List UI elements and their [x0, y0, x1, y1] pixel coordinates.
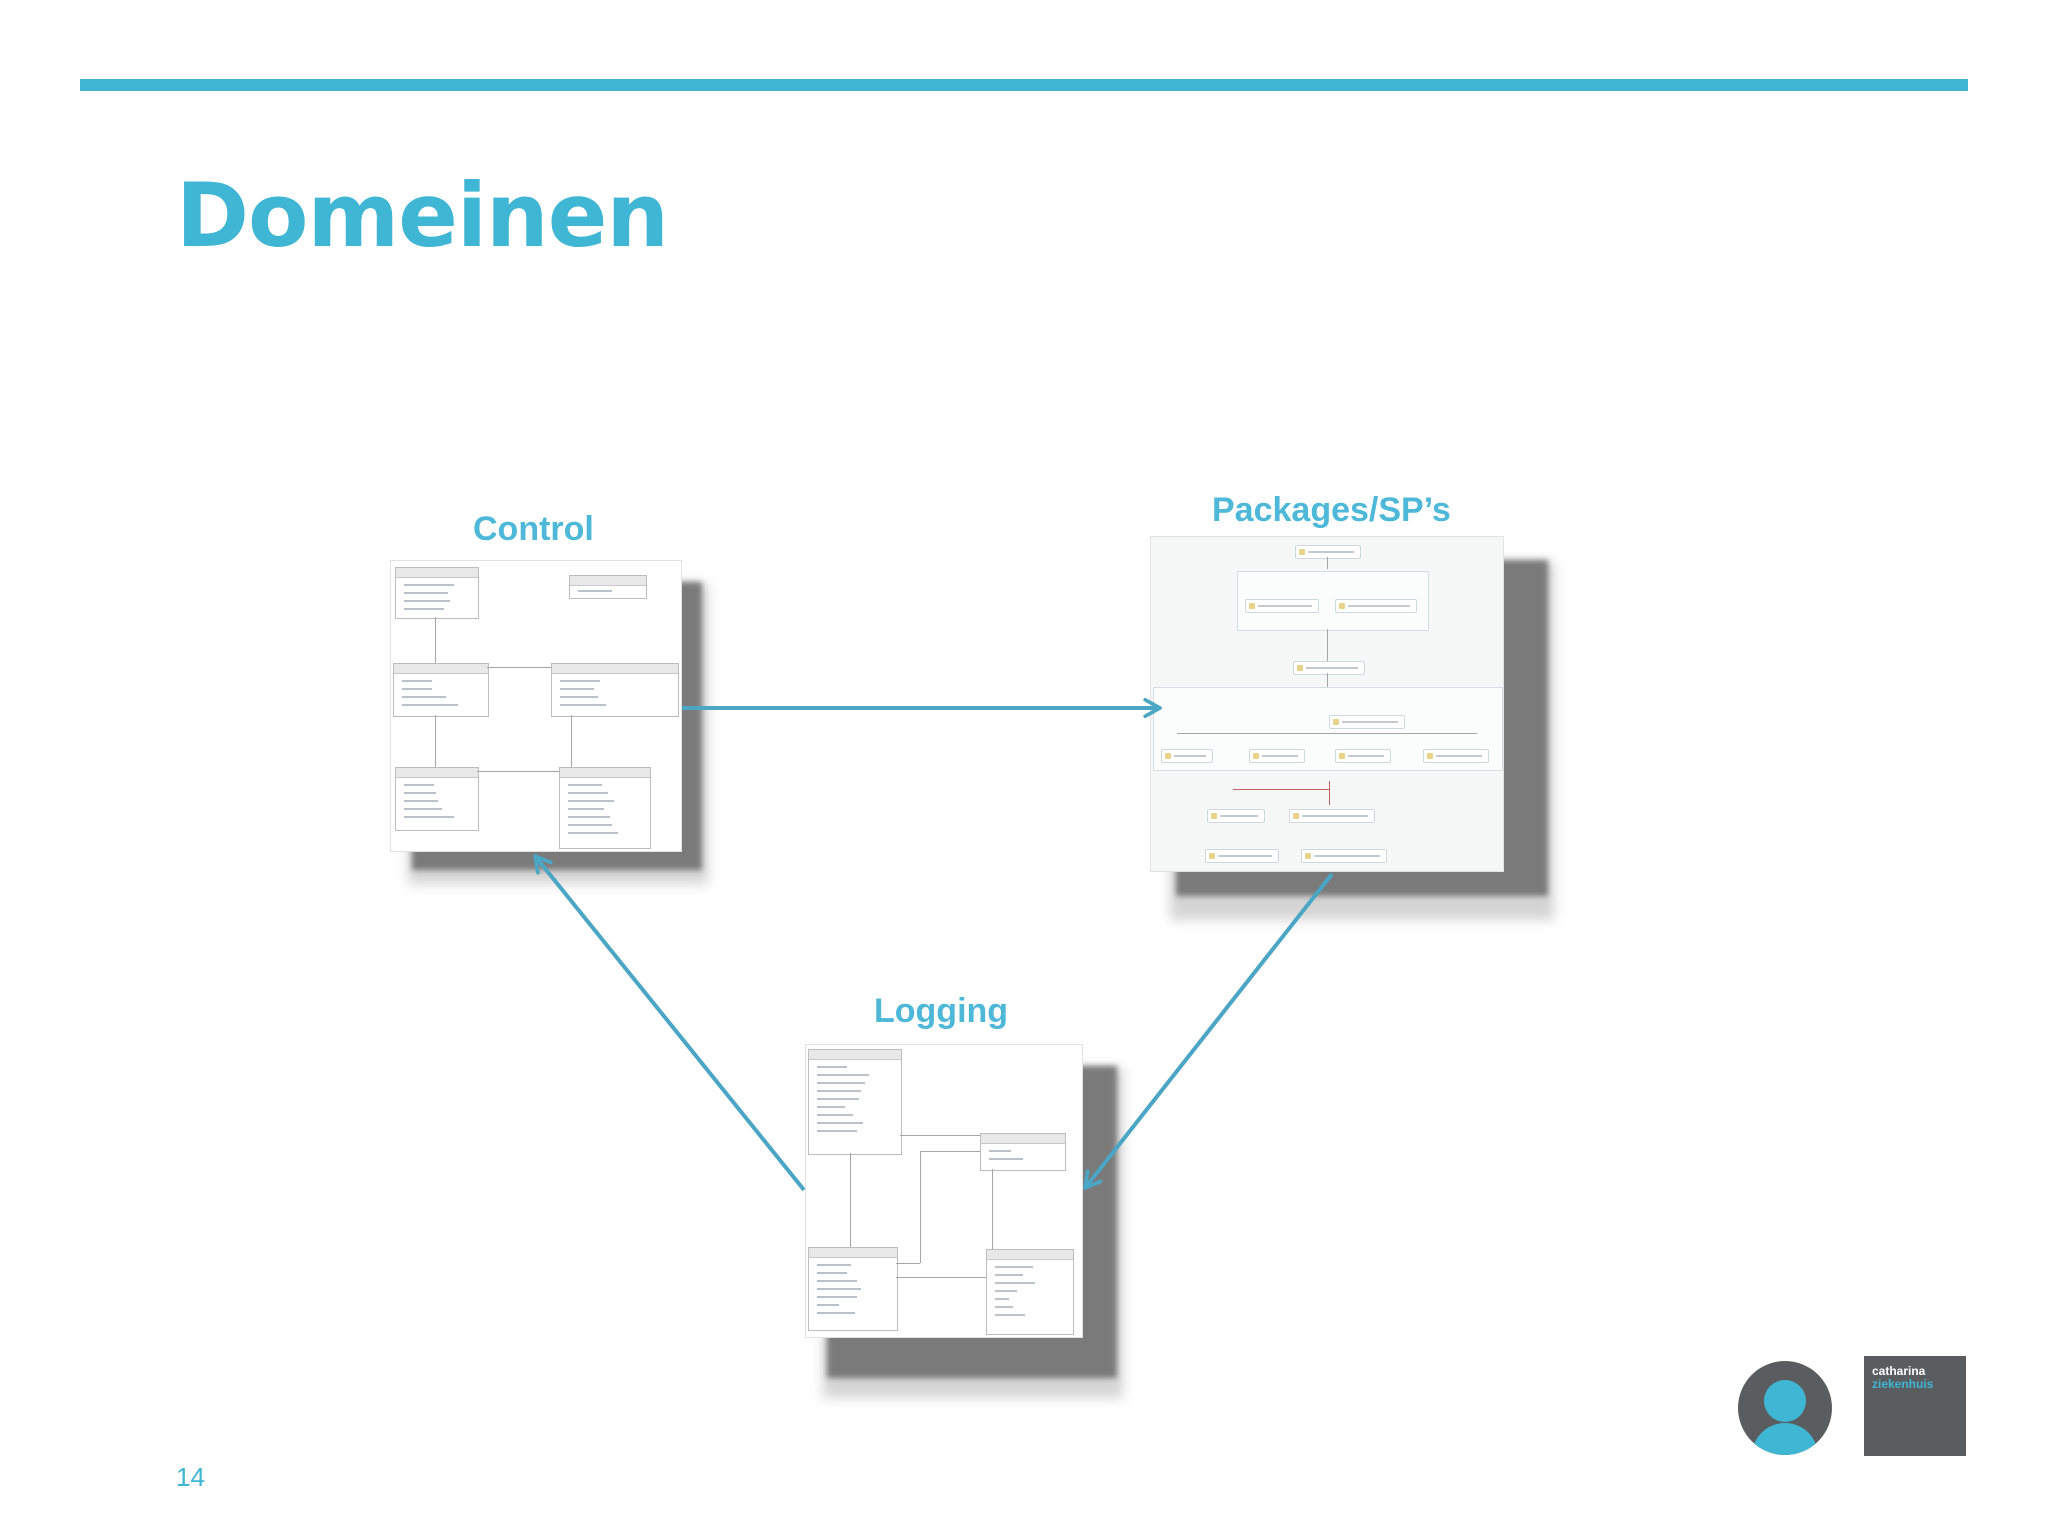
flow-task — [1289, 809, 1375, 823]
flow-task — [1423, 749, 1489, 763]
flow-task — [1245, 599, 1319, 613]
logging-table — [980, 1133, 1066, 1171]
control-table — [393, 663, 489, 717]
logging-table — [808, 1247, 898, 1331]
flow-task — [1329, 715, 1405, 729]
control-table — [551, 663, 679, 717]
arrow-packages-to-logging — [1085, 872, 1334, 1188]
control-table — [559, 767, 651, 849]
slide-title: Domeinen — [176, 164, 669, 267]
logo-line2: ziekenhuis — [1872, 1377, 1934, 1391]
control-label: Control — [473, 510, 594, 548]
packages-diagram-thumbnail — [1150, 536, 1570, 930]
logging-diagram-thumbnail — [805, 1044, 1135, 1408]
flow-task — [1335, 749, 1391, 763]
page-number: 14 — [176, 1462, 205, 1492]
control-diagram-thumbnail — [390, 560, 720, 895]
flow-task — [1207, 809, 1265, 823]
flow-task — [1205, 849, 1279, 863]
logging-table — [986, 1249, 1074, 1335]
control-table — [569, 575, 647, 599]
arrow-logging-to-control — [535, 856, 806, 1192]
catharina-wordmark: catharina ziekenhuis — [1864, 1356, 1966, 1456]
logging-label: Logging — [874, 992, 1009, 1030]
logging-table — [808, 1049, 902, 1155]
flow-task — [1301, 849, 1387, 863]
flow-task — [1295, 545, 1361, 559]
control-table — [395, 767, 479, 831]
packages-label: Packages/SP’s — [1212, 491, 1451, 529]
control-table — [395, 567, 479, 619]
logo-line1: catharina — [1872, 1364, 1926, 1378]
top-accent-bar — [80, 79, 1968, 91]
flow-task — [1161, 749, 1213, 763]
flow-task — [1335, 599, 1417, 613]
flow-task — [1293, 661, 1365, 675]
catharina-logo-icon — [1738, 1361, 1832, 1455]
flow-task — [1249, 749, 1305, 763]
